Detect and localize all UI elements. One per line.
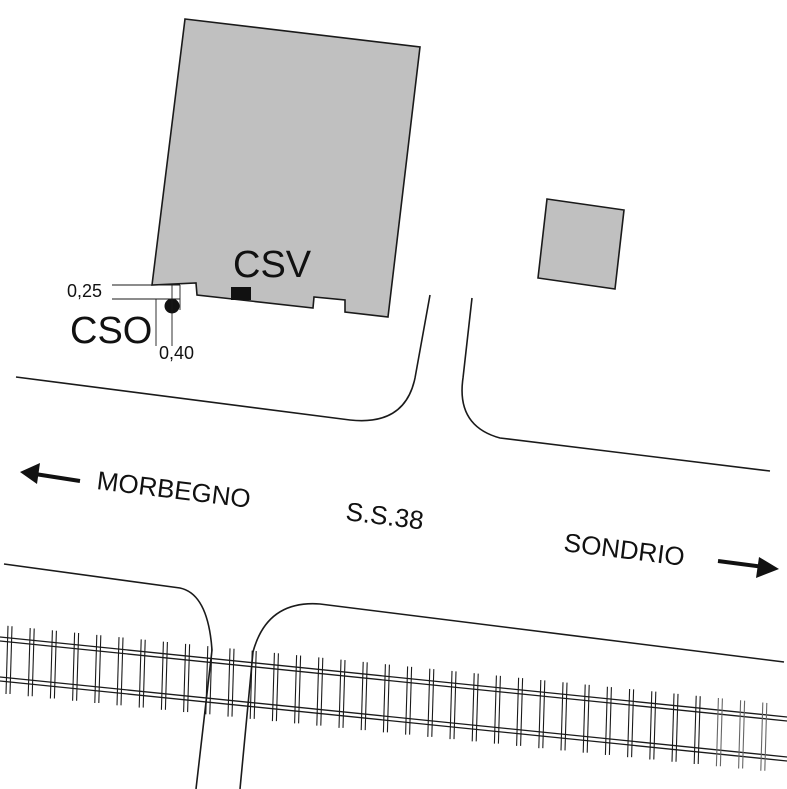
rail-sleeper [160,641,164,710]
rail-sleeper [205,646,209,715]
rail-sleeper [364,662,368,731]
rail-sleeper [164,642,168,710]
rail-sleeper [342,660,346,728]
rail-sleeper [338,659,342,728]
rail-sleeper [560,682,564,751]
rail-sleeper [187,644,191,713]
rail-sleeper [631,689,635,758]
rail-sleeper [604,686,608,755]
railway-track [0,625,787,771]
rail-sleeper [5,625,9,695]
rail-sleeper [320,657,324,726]
rail-sleeper [608,687,612,755]
rail-sleeper [471,673,475,742]
rail-sleeper [516,677,520,746]
rail-sleeper [9,626,13,695]
rail-sleeper [76,632,80,701]
road-edges [3,294,785,789]
rail-sleeper [227,648,231,717]
rail-sleeper [649,691,653,760]
rail-sleeper [231,648,235,717]
rail-sleeper [116,637,120,706]
rail-sleeper [497,675,501,744]
rail-sleeper [582,684,586,753]
rail-sleeper [94,634,98,704]
rail-sleeper [738,700,742,769]
arrow-left-icon [20,463,81,484]
rail-sleeper [49,630,53,699]
rail-sleeper [142,639,146,708]
rail-sleeper [271,652,275,722]
rail-sleeper [719,698,723,767]
rail-sleeper [764,702,768,771]
arrow-right-icon [717,557,779,578]
rail-sleeper [653,691,657,760]
rail-sleeper [697,696,701,764]
rail-sleeper [475,673,479,742]
rail-sleeper [564,682,568,751]
small-building [537,198,625,290]
rail-sleeper [431,669,435,737]
rail-sleeper [120,637,124,706]
rail-sleeper [382,664,386,733]
rail-sleeper [693,695,697,764]
csv-marker [231,287,251,300]
rail-sleeper [671,693,675,762]
rail-sleeper [493,675,497,744]
rail-sleeper [586,684,590,753]
rail-sleeper [715,698,719,767]
rail-sleeper [253,651,257,719]
rail-sleeper [542,680,546,749]
rail-sleeper [249,650,253,719]
rail-sleeper [298,655,302,724]
rail-sleeper [31,628,35,697]
rail-sleeper [427,668,431,737]
rail-sleeper [760,702,764,771]
rail-sleeper [183,643,187,713]
rail-sleeper [405,666,409,735]
rail-sleeper [316,657,320,726]
rail-sleeper [449,670,453,740]
rail-sleeper [138,639,142,708]
rail-sleeper [675,693,679,762]
rail-sleeper [409,666,413,735]
dimension-label-025: 0,25 [67,281,102,301]
dimension-lines [112,284,181,346]
rail-sleeper [453,671,457,740]
rail-sleeper [386,664,390,733]
rail-line [0,680,787,762]
cso-label: CSO [70,310,152,352]
rail-sleeper [72,632,76,701]
dimension-label-040: 0,40 [159,343,194,363]
rail-sleeper [275,653,279,722]
rail-sleeper [742,700,746,769]
rail-sleeper [98,635,102,704]
rail-sleeper [53,630,57,699]
rail-sleeper [294,655,298,724]
rail-line [0,676,787,758]
rail-sleeper [209,646,213,715]
rail-sleeper [627,688,631,758]
rail-sleeper [520,678,524,746]
csv-label: CSV [233,244,312,286]
main-building [151,18,421,318]
rail-sleeper [538,679,542,749]
rail-sleeper [27,628,31,697]
rail-sleeper [360,661,364,731]
